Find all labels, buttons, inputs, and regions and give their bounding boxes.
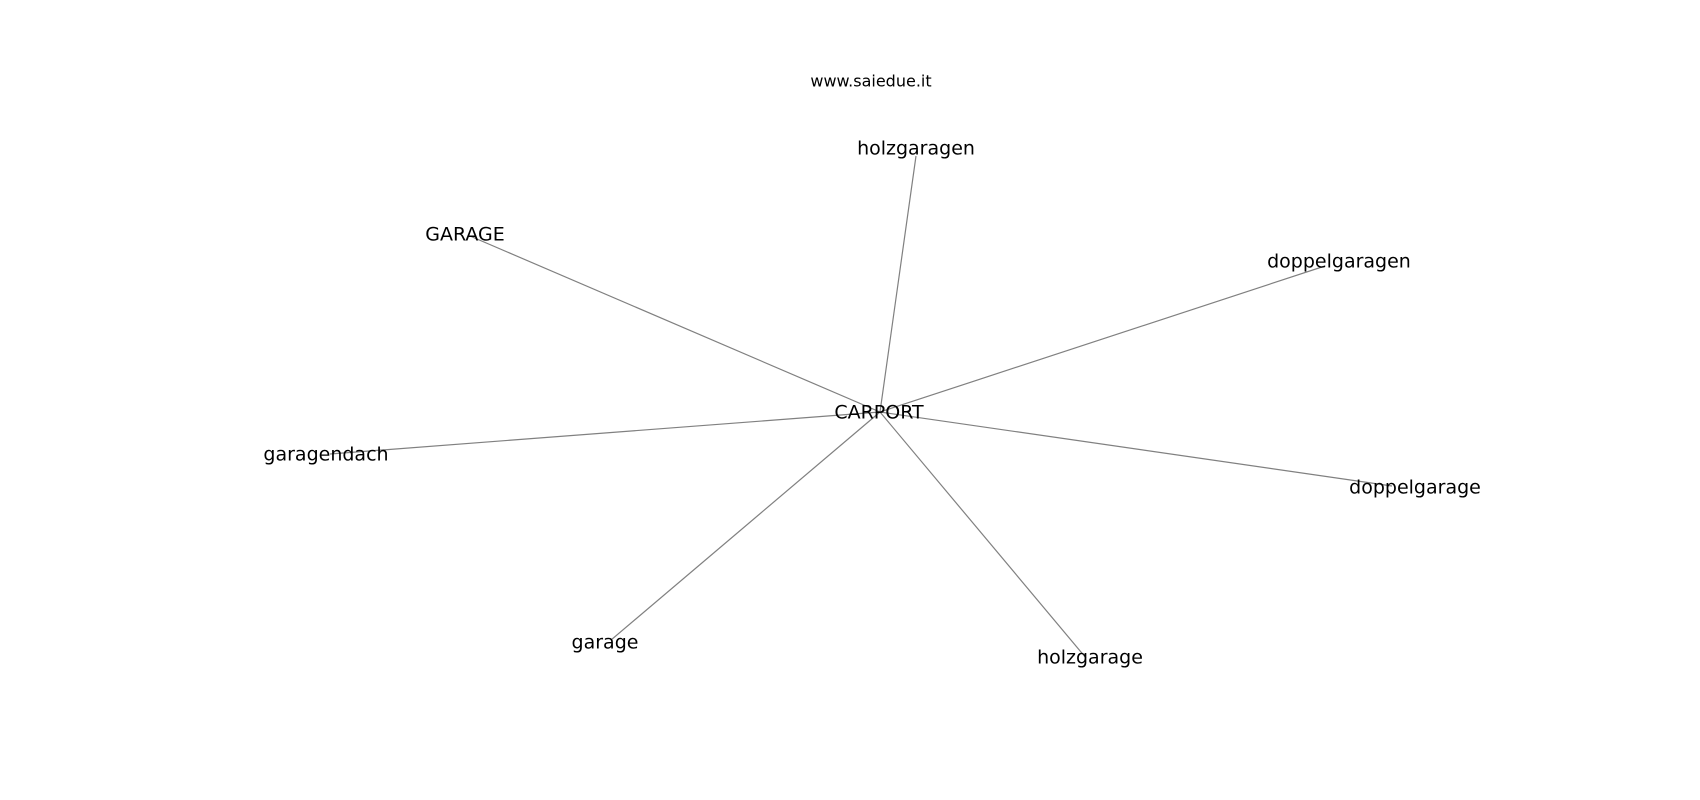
center-node-label: CARPORT xyxy=(834,402,924,424)
edge-carport-holzgaragen xyxy=(879,155,917,413)
edge-carport-garagendach xyxy=(329,411,881,455)
node-label-holzgaragen: holzgaragen xyxy=(857,138,975,160)
edge-carport-doppelgarage xyxy=(879,411,1393,487)
node-label-doppelgarage: doppelgarage xyxy=(1349,477,1481,499)
edge-carport-garage xyxy=(610,411,881,641)
node-label-garage: GARAGE xyxy=(425,224,505,246)
edges-layer xyxy=(329,155,1393,659)
edge-carport-holzgarage xyxy=(879,411,1087,659)
edge-carport-doppelgaragen xyxy=(879,265,1326,413)
node-label-garage: garage xyxy=(572,632,639,654)
node-label-holzgarage: holzgarage xyxy=(1037,647,1143,669)
node-label-doppelgaragen: doppelgaragen xyxy=(1267,251,1411,273)
node-label-garagendach: garagendach xyxy=(263,444,388,466)
edge-carport-garage xyxy=(469,235,881,413)
site-url-label: www.saiedue.it xyxy=(810,72,931,91)
